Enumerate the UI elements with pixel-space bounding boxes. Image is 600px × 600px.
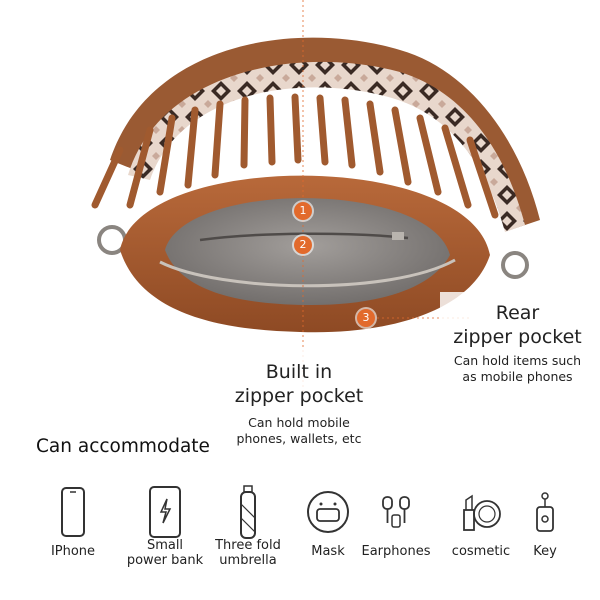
capacity-item-cosmetic: cosmetic bbox=[445, 482, 517, 559]
builtin-label-panel bbox=[213, 350, 383, 440]
fringe bbox=[91, 93, 499, 219]
earphones-icon bbox=[358, 482, 434, 542]
mask-icon bbox=[297, 482, 359, 542]
built-in-pocket-desc: Can hold mobile phones, wallets, etc bbox=[236, 415, 362, 446]
rear-pocket-label: Rear zipper pocket Can hold items such a… bbox=[440, 301, 595, 385]
capacity-item-umbrella: Three fold umbrella bbox=[208, 482, 288, 568]
strap-woven-pattern bbox=[128, 61, 525, 232]
rear-pocket-title: Rear zipper pocket bbox=[453, 302, 582, 348]
main-zipper bbox=[159, 258, 456, 288]
umbrella-icon bbox=[208, 482, 288, 542]
capacity-item-key: Key bbox=[520, 482, 570, 559]
built-in-pocket-title: Built in zipper pocket bbox=[234, 361, 364, 407]
power-bank-icon bbox=[122, 482, 208, 542]
built-in-pocket-label: Built in zipper pocket Can hold mobile p… bbox=[214, 360, 384, 447]
callout-marker-2: 2 bbox=[294, 236, 312, 254]
key-icon bbox=[520, 482, 570, 542]
callout-marker-3: 3 bbox=[357, 309, 375, 327]
rear-pocket-desc: Can hold items such as mobile phones bbox=[453, 353, 582, 384]
inner-zipper bbox=[199, 232, 409, 242]
inner-zipper-pull bbox=[392, 232, 404, 240]
capacity-item-mask: Mask bbox=[297, 482, 359, 559]
callout-marker-1: 1 bbox=[294, 202, 312, 220]
capacity-item-power-bank: Small power bank bbox=[122, 482, 208, 568]
bag-product-photo bbox=[91, 0, 595, 440]
rear-label-panel bbox=[440, 292, 595, 387]
phone-icon bbox=[38, 482, 108, 542]
capacity-item-earphones: Earphones bbox=[358, 482, 434, 559]
cosmetic-icon bbox=[445, 482, 517, 542]
capacity-title: Can accommodate bbox=[36, 436, 210, 457]
capacity-item-iphone: IPhone bbox=[38, 482, 108, 559]
right-ring bbox=[501, 251, 529, 279]
